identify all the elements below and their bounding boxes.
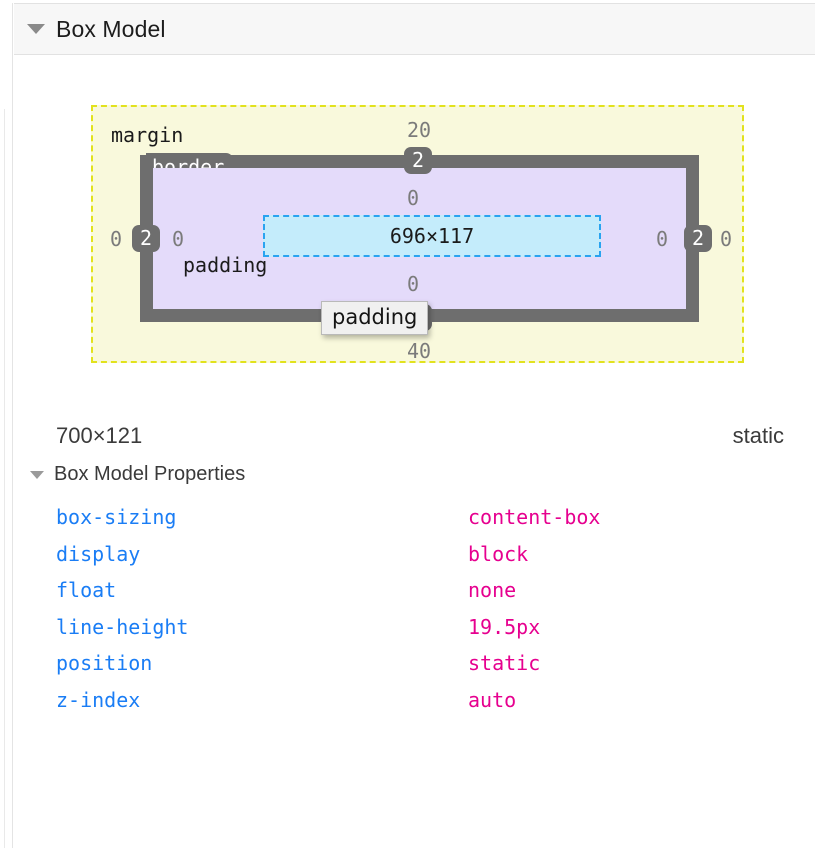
padding-top-value[interactable]: 0: [407, 186, 420, 210]
margin-bottom-value[interactable]: 40: [407, 339, 432, 363]
border-top-value[interactable]: 2: [404, 147, 433, 174]
border-region[interactable]: border padding 696×117: [140, 153, 699, 322]
region-tooltip: padding: [321, 301, 429, 335]
property-name[interactable]: float: [56, 578, 117, 603]
border-left-value[interactable]: 2: [132, 225, 161, 252]
property-value[interactable]: auto: [468, 687, 517, 712]
property-value[interactable]: static: [468, 651, 541, 676]
triangle-down-icon[interactable]: [30, 470, 44, 479]
property-value[interactable]: block: [468, 541, 529, 566]
padding-region-label: padding: [183, 253, 268, 277]
element-position-label: static: [732, 423, 784, 448]
border-right-value[interactable]: 2: [684, 225, 713, 252]
property-name[interactable]: position: [56, 651, 153, 676]
margin-top-value[interactable]: 20: [407, 118, 432, 142]
property-name[interactable]: display: [56, 541, 141, 566]
padding-region[interactable]: padding 696×117: [153, 168, 686, 309]
padding-bottom-value[interactable]: 0: [407, 272, 420, 296]
padding-right-value[interactable]: 0: [656, 227, 669, 251]
margin-right-value[interactable]: 0: [720, 227, 733, 251]
box-model-properties-list: box-sizing content-box display block flo…: [56, 499, 696, 718]
property-value[interactable]: none: [468, 578, 517, 603]
property-value[interactable]: 19.5px: [468, 614, 541, 639]
property-row[interactable]: line-height 19.5px: [56, 609, 696, 646]
property-name[interactable]: line-height: [56, 614, 189, 639]
property-row[interactable]: position static: [56, 645, 696, 682]
box-model-panel-header[interactable]: Box Model: [14, 3, 815, 55]
page-title: Box Model: [56, 15, 166, 42]
property-row[interactable]: box-sizing content-box: [56, 499, 696, 536]
property-value[interactable]: content-box: [468, 505, 601, 530]
property-row[interactable]: display block: [56, 536, 696, 573]
box-model-properties-header[interactable]: Box Model Properties: [30, 463, 245, 486]
panel-left-gutter-segment: [0, 109, 5, 848]
box-model-properties-title: Box Model Properties: [54, 463, 246, 485]
margin-left-value[interactable]: 0: [110, 227, 123, 251]
property-name[interactable]: box-sizing: [56, 505, 177, 530]
triangle-down-icon[interactable]: [27, 24, 45, 34]
content-size-label: 696×117: [389, 224, 475, 248]
content-region[interactable]: 696×117: [263, 215, 601, 257]
element-size-label: 700×121: [56, 423, 143, 448]
padding-left-value[interactable]: 0: [172, 227, 185, 251]
box-model-summary: 700×121 static: [56, 423, 784, 449]
property-name[interactable]: z-index: [56, 687, 141, 712]
box-model-diagram[interactable]: margin 20 40 0 0 border padding 696×117 …: [91, 105, 744, 363]
margin-region-label: margin: [111, 123, 184, 147]
property-row[interactable]: float none: [56, 572, 696, 609]
property-row[interactable]: z-index auto: [56, 682, 696, 719]
